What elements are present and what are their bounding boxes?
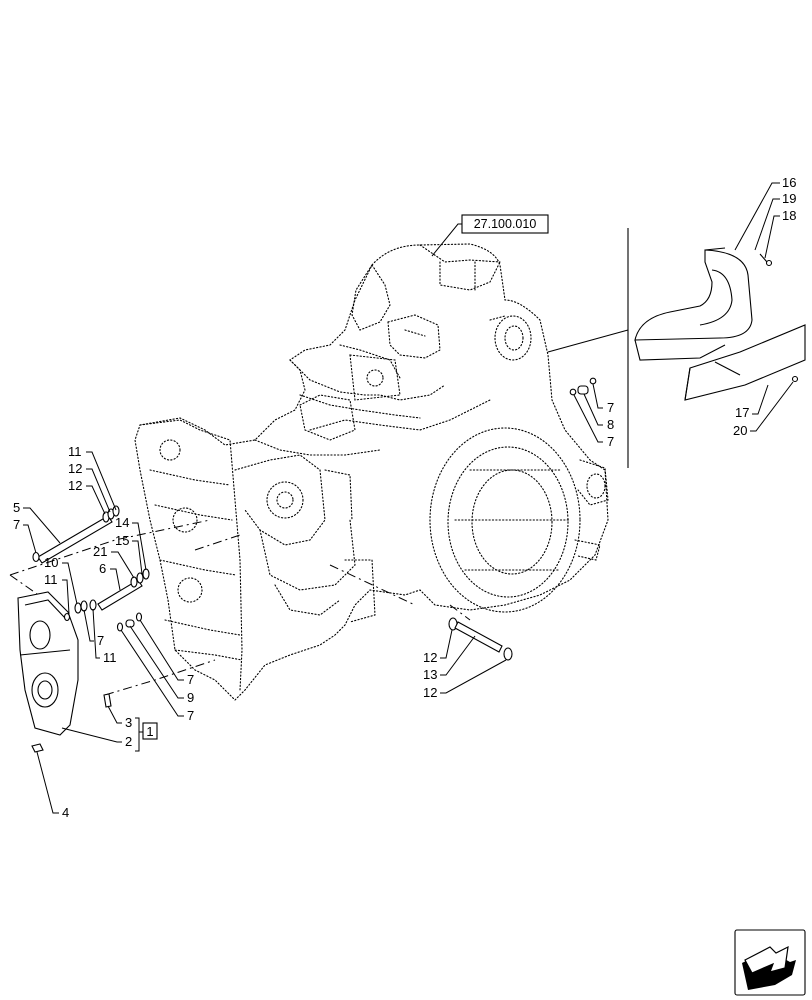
group-bracket-box xyxy=(142,722,158,740)
callout-12-pipe-top: 12 xyxy=(423,650,437,665)
callout-7-part-a: 7 xyxy=(187,672,194,687)
callout-10: 10 xyxy=(44,555,58,570)
callout-7-part-b: 7 xyxy=(187,708,194,723)
callout-11-mid: 11 xyxy=(44,572,58,587)
callout-12-pipe-bottom: 12 xyxy=(423,685,437,700)
reference-callout: 27.100.010 xyxy=(431,214,549,257)
pipe-13 xyxy=(454,621,503,653)
left-exploded-parts: 11 12 12 5 7 14 15 21 6 10 11 7 11 7 9 7… xyxy=(9,444,471,820)
callout-18: 18 xyxy=(782,208,796,223)
callout-7-mid-left: 7 xyxy=(97,633,104,648)
callout-19: 19 xyxy=(782,191,796,206)
callout-9: 9 xyxy=(187,690,194,705)
callout-4: 4 xyxy=(62,805,69,820)
inset-panel: 16 19 18 17 20 xyxy=(547,175,806,468)
group-bracket-label: 1 xyxy=(146,724,153,739)
shaft-6 xyxy=(97,579,143,611)
callout-17: 17 xyxy=(735,405,749,420)
callout-5: 5 xyxy=(13,500,20,515)
right-seal-parts: 7 8 7 xyxy=(569,377,614,449)
bolt-20 xyxy=(791,375,799,383)
callout-8: 8 xyxy=(607,417,614,432)
callout-20: 20 xyxy=(733,423,747,438)
callout-7-left: 7 xyxy=(13,517,20,532)
callout-11-bottom: 11 xyxy=(103,650,117,665)
callout-15: 15 xyxy=(115,533,129,548)
callout-11-top: 11 xyxy=(68,444,82,459)
pipe-assembly: 12 13 12 xyxy=(423,617,513,700)
callout-16: 16 xyxy=(782,175,796,190)
bolt-18 xyxy=(759,253,773,267)
callout-2: 2 xyxy=(125,734,132,749)
callout-7-upper-right: 7 xyxy=(607,400,614,415)
front-cover-plate xyxy=(17,591,79,736)
cover-plate xyxy=(634,249,753,341)
callout-12-second: 12 xyxy=(68,478,82,493)
transmission-housing xyxy=(134,243,609,701)
callout-12-top: 12 xyxy=(68,461,82,476)
navigation-arrow-icon[interactable] xyxy=(734,929,806,996)
callout-21: 21 xyxy=(93,544,107,559)
callout-6: 6 xyxy=(99,561,106,576)
callout-3: 3 xyxy=(125,715,132,730)
callout-13: 13 xyxy=(423,667,437,682)
callout-7-lower-right: 7 xyxy=(607,434,614,449)
callout-14: 14 xyxy=(115,515,129,530)
reference-label: 27.100.010 xyxy=(474,217,537,231)
shaft-5 xyxy=(37,515,113,564)
